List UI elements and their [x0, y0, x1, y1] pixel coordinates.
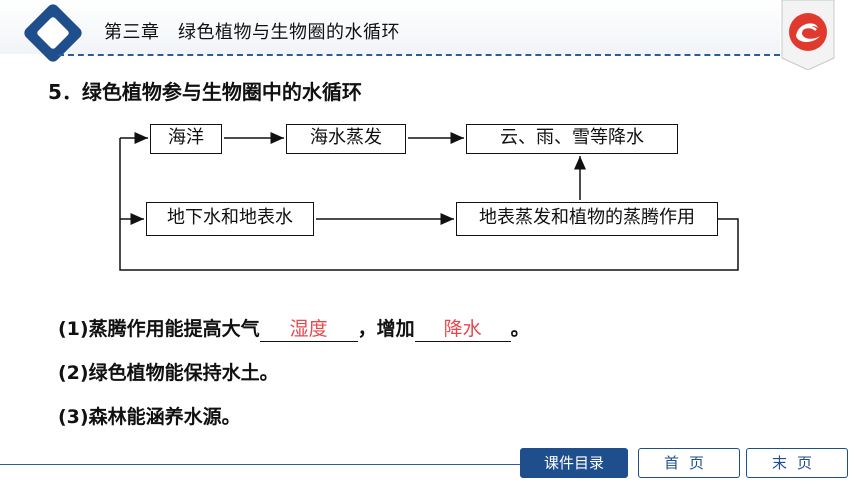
publisher-logo-icon [781, 0, 835, 70]
answer-blank-1: 湿度 [259, 314, 358, 342]
chapter-title: 第三章 绿色植物与生物圈的水循环 [104, 22, 400, 43]
node-ocean: 海洋 [150, 124, 222, 154]
header: 第三章 绿色植物与生物圈的水循环 [0, 0, 860, 70]
section-title: 5．绿色植物参与生物圈中的水循环 [48, 80, 362, 104]
loop-line [119, 138, 739, 271]
q1-prefix: (1)蒸腾作用能提高大气 [58, 318, 260, 340]
answer-blank-2: 降水 [414, 314, 511, 342]
q1-middle: ，增加 [357, 318, 415, 340]
footer-divider [0, 464, 520, 465]
diagram-connectors [119, 132, 739, 271]
node-groundwater: 地下水和地表水 [146, 202, 314, 236]
node-precipitation: 云、雨、雪等降水 [466, 124, 678, 154]
water-cycle-diagram: 海洋 海水蒸发 云、雨、雪等降水 地下水和地表水 地表蒸发和植物的蒸腾作用 [118, 118, 740, 274]
answer-1: 湿度 [289, 318, 328, 340]
course-catalog-button[interactable]: 课件目录 [520, 448, 628, 478]
question-3: (3)森林能涵养水源。 [58, 406, 241, 428]
q1-suffix: 。 [510, 318, 530, 340]
node-transpiration: 地表蒸发和植物的蒸腾作用 [456, 202, 718, 236]
header-band [0, 0, 780, 54]
question-1: (1)蒸腾作用能提高大气 湿度 ，增加 降水 。 [58, 314, 530, 342]
first-page-button[interactable]: 首页 [638, 448, 740, 478]
back-diamond-icon[interactable] [21, 1, 88, 68]
node-sea-evaporation: 海水蒸发 [286, 124, 406, 154]
last-page-button[interactable]: 末页 [746, 448, 848, 478]
question-2: (2)绿色植物能保持水土。 [58, 362, 279, 384]
answer-2: 降水 [443, 318, 482, 340]
header-divider [58, 54, 780, 56]
